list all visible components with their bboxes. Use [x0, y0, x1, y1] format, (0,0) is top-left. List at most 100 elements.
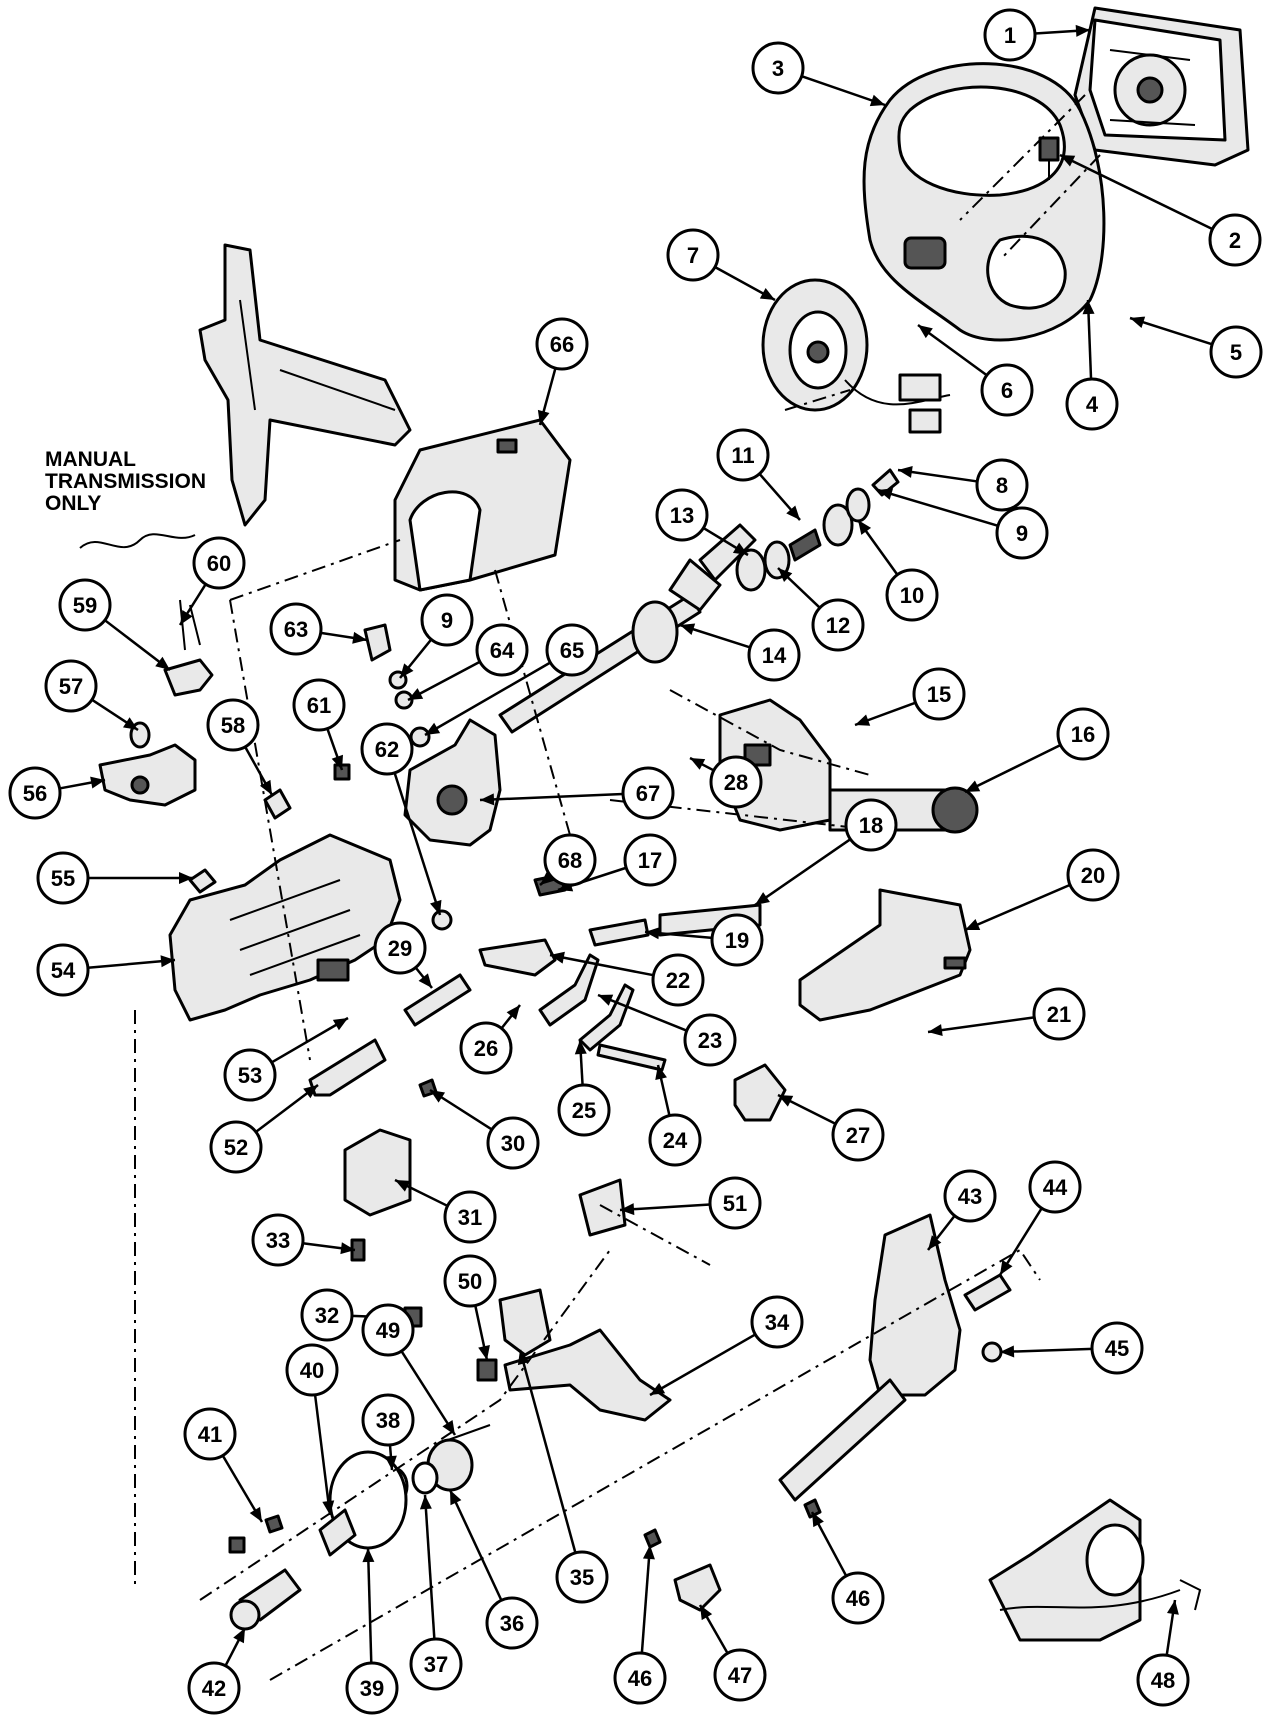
callout-circle-22: [651, 953, 705, 1007]
callout-number-46b: 46: [628, 1666, 652, 1691]
callout-number-16: 16: [1071, 722, 1095, 747]
note-brace: [79, 533, 196, 549]
callout-circle-46a: [831, 1571, 885, 1625]
callout-bubbles: 1234567899101112131415161718192021222324…: [8, 8, 1263, 1715]
callout-circle-59: [58, 578, 112, 632]
callout-arrowhead-36: [450, 1490, 462, 1506]
callout-leader-46b: [640, 1544, 652, 1654]
callout-number-4: 4: [1086, 392, 1099, 417]
callout-circle-58: [206, 698, 260, 752]
callout-circle-41: [183, 1407, 237, 1461]
callout-circle-8: [975, 458, 1029, 512]
tilt-bracket: [503, 1178, 672, 1422]
callout-circle-35: [555, 1550, 609, 1604]
callout-53: 53: [223, 1048, 277, 1102]
callout-circle-61: [292, 678, 346, 732]
callout-circle-50: [443, 1254, 497, 1308]
callout-leader-54: [87, 958, 176, 970]
callout-5: 5: [1209, 325, 1263, 379]
callout-arrowhead-58: [259, 779, 272, 795]
callout-circle-11: [716, 428, 770, 482]
callout-arrowhead-52: [303, 1085, 318, 1099]
small-fasteners: [129, 599, 453, 931]
callout-circle-29: [373, 921, 427, 975]
callout-arrowhead-21: [928, 1024, 943, 1037]
callout-14: 14: [747, 628, 801, 682]
callout-number-13: 13: [670, 503, 694, 528]
ignition-switch-actuator: [98, 743, 197, 807]
callout-circle-43: [943, 1169, 997, 1223]
callout-34: 34: [750, 1295, 804, 1349]
lever-parts: [538, 953, 667, 1072]
callout-66: 66: [535, 317, 589, 371]
callout-leaders: [59, 24, 1214, 1667]
callout-number-34: 34: [765, 1310, 790, 1335]
callout-number-6: 6: [1001, 378, 1013, 403]
callout-3: 3: [751, 41, 805, 95]
callout-48: 48: [1136, 1653, 1190, 1707]
callout-38: 38: [361, 1393, 415, 1447]
callout-circle-18: [844, 798, 898, 852]
callout-leader-45: [999, 1347, 1093, 1354]
callout-68: 68: [543, 833, 597, 887]
callout-67: 67: [621, 766, 675, 820]
callout-circle-7: [666, 228, 720, 282]
callout-number-62: 62: [375, 737, 399, 762]
callout-52: 52: [209, 1120, 263, 1174]
callout-arrowhead-67: [480, 793, 495, 806]
callout-circle-38: [361, 1393, 415, 1447]
callout-number-60: 60: [207, 551, 231, 576]
callout-number-57: 57: [59, 674, 83, 699]
lock-actuator-housing: [403, 718, 502, 847]
callout-circle-51: [708, 1176, 762, 1230]
callout-number-2: 2: [1229, 228, 1241, 253]
note-line-3: ONLY: [45, 492, 101, 515]
callout-number-17: 17: [638, 848, 662, 873]
callout-arrowhead-64: [408, 688, 424, 700]
callout-number-26: 26: [474, 1036, 498, 1061]
callout-number-23: 23: [698, 1028, 722, 1053]
callout-51: 51: [708, 1176, 762, 1230]
callout-18: 18: [844, 798, 898, 852]
callout-circle-54: [36, 943, 90, 997]
callout-19: 19: [710, 913, 764, 967]
callout-40: 40: [285, 1343, 339, 1397]
callout-8: 8: [975, 458, 1029, 512]
callout-circle-25: [557, 1083, 611, 1137]
callout-arrowhead-51: [620, 1203, 635, 1216]
callout-circle-10: [885, 568, 939, 622]
bearing-stack: [735, 468, 900, 592]
callout-arrowhead-46b: [642, 1545, 655, 1560]
callout-circle-9b: [420, 593, 474, 647]
callout-number-49: 49: [376, 1318, 400, 1343]
callout-60: 60: [192, 536, 246, 590]
callout-54: 54: [36, 943, 90, 997]
callout-arrowhead-66: [537, 409, 550, 425]
callout-arrowhead-20: [965, 918, 981, 930]
callout-arrowhead-41: [249, 1506, 262, 1522]
callout-arrowhead-40: [322, 1500, 335, 1515]
callout-leader-51: [619, 1203, 711, 1212]
callout-number-54: 54: [51, 958, 76, 983]
callout-leader-22: [549, 953, 654, 977]
callout-number-43: 43: [958, 1184, 982, 1209]
callout-circle-13: [655, 488, 709, 542]
callout-arrowhead-39: [362, 1548, 375, 1563]
callout-leader-39: [366, 1547, 373, 1664]
callout-29: 29: [373, 921, 427, 975]
callout-number-36: 36: [500, 1611, 524, 1636]
callout-circle-53: [223, 1048, 277, 1102]
callout-circle-20: [1066, 848, 1120, 902]
callout-65: 65: [545, 623, 599, 677]
callout-number-25: 25: [572, 1098, 596, 1123]
callout-arrowhead-49: [442, 1419, 455, 1435]
callout-circle-40: [285, 1343, 339, 1397]
callout-leader-67: [479, 792, 624, 802]
callout-number-44: 44: [1043, 1175, 1068, 1200]
callout-arrowhead-50: [478, 1345, 490, 1360]
callout-number-55: 55: [51, 866, 75, 891]
callout-arrowhead-8: [898, 466, 913, 478]
callout-circle-3: [751, 41, 805, 95]
steering-wheel: [862, 62, 1106, 342]
callout-circle-23: [683, 1013, 737, 1067]
